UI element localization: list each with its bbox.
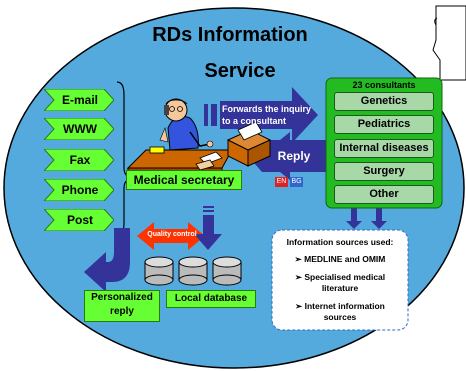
forward-label-line1: Forwards the inquiry — [222, 104, 312, 114]
medical-secretary-label — [126, 170, 242, 190]
channel-chevron-www — [44, 118, 114, 140]
sources-header: Information sources used: — [286, 237, 394, 247]
source-internet-line2: sources — [323, 312, 357, 322]
consultant-pediatrics: Pediatrics — [334, 115, 434, 134]
reply-label: Reply — [277, 149, 311, 163]
channel-chevron-post — [44, 209, 114, 231]
sources-panel — [271, 229, 409, 331]
source-literature: ➢ Specialised medical — [294, 272, 386, 282]
channel-post: Post — [66, 213, 93, 227]
source-internet: ➢ Internet information — [295, 301, 385, 311]
medical-secretary-text: Medical secretary — [133, 173, 235, 187]
forward-label-line2: to a consultant — [222, 116, 287, 126]
channel-fax: Fax — [69, 153, 91, 167]
consultant-internal-diseases: Internal diseases — [334, 139, 434, 158]
local-database-label: Local database — [174, 293, 248, 304]
personalized-reply-box — [84, 290, 160, 322]
paper-icon — [432, 5, 466, 81]
source-medline: ➢ MEDLINE and OMIM — [294, 254, 386, 264]
channel-chevron-email — [44, 89, 114, 111]
quality-control-arrow — [137, 222, 205, 250]
channel-email: E-mail — [61, 93, 98, 107]
consultants-header: 23 consultants — [352, 80, 416, 90]
channel-chevron-phone — [44, 179, 114, 201]
lang-en-badge: EN — [275, 177, 288, 187]
consultant-surgery: Surgery — [334, 162, 434, 181]
source-literature-line2: literature — [321, 283, 359, 293]
quality-control-label: Quality control — [147, 231, 197, 238]
lang-bg-badge: BG — [290, 177, 303, 187]
personalized-reply-line2: reply — [110, 306, 134, 317]
database-arrow — [194, 206, 222, 250]
consultant-genetics: Genetics — [334, 92, 434, 111]
channel-phone: Phone — [61, 183, 99, 197]
local-database-box — [166, 290, 256, 308]
title-line2: Service — [204, 60, 276, 82]
personalized-reply-arrow — [84, 228, 130, 292]
database-icon — [144, 256, 242, 286]
channel-chevron-fax — [44, 149, 114, 171]
channel-www: WWW — [63, 122, 97, 136]
title-line1: RDs Information — [152, 24, 308, 46]
consultant-other: Other — [334, 185, 434, 204]
personalized-reply-line1: Personalized — [91, 292, 153, 303]
